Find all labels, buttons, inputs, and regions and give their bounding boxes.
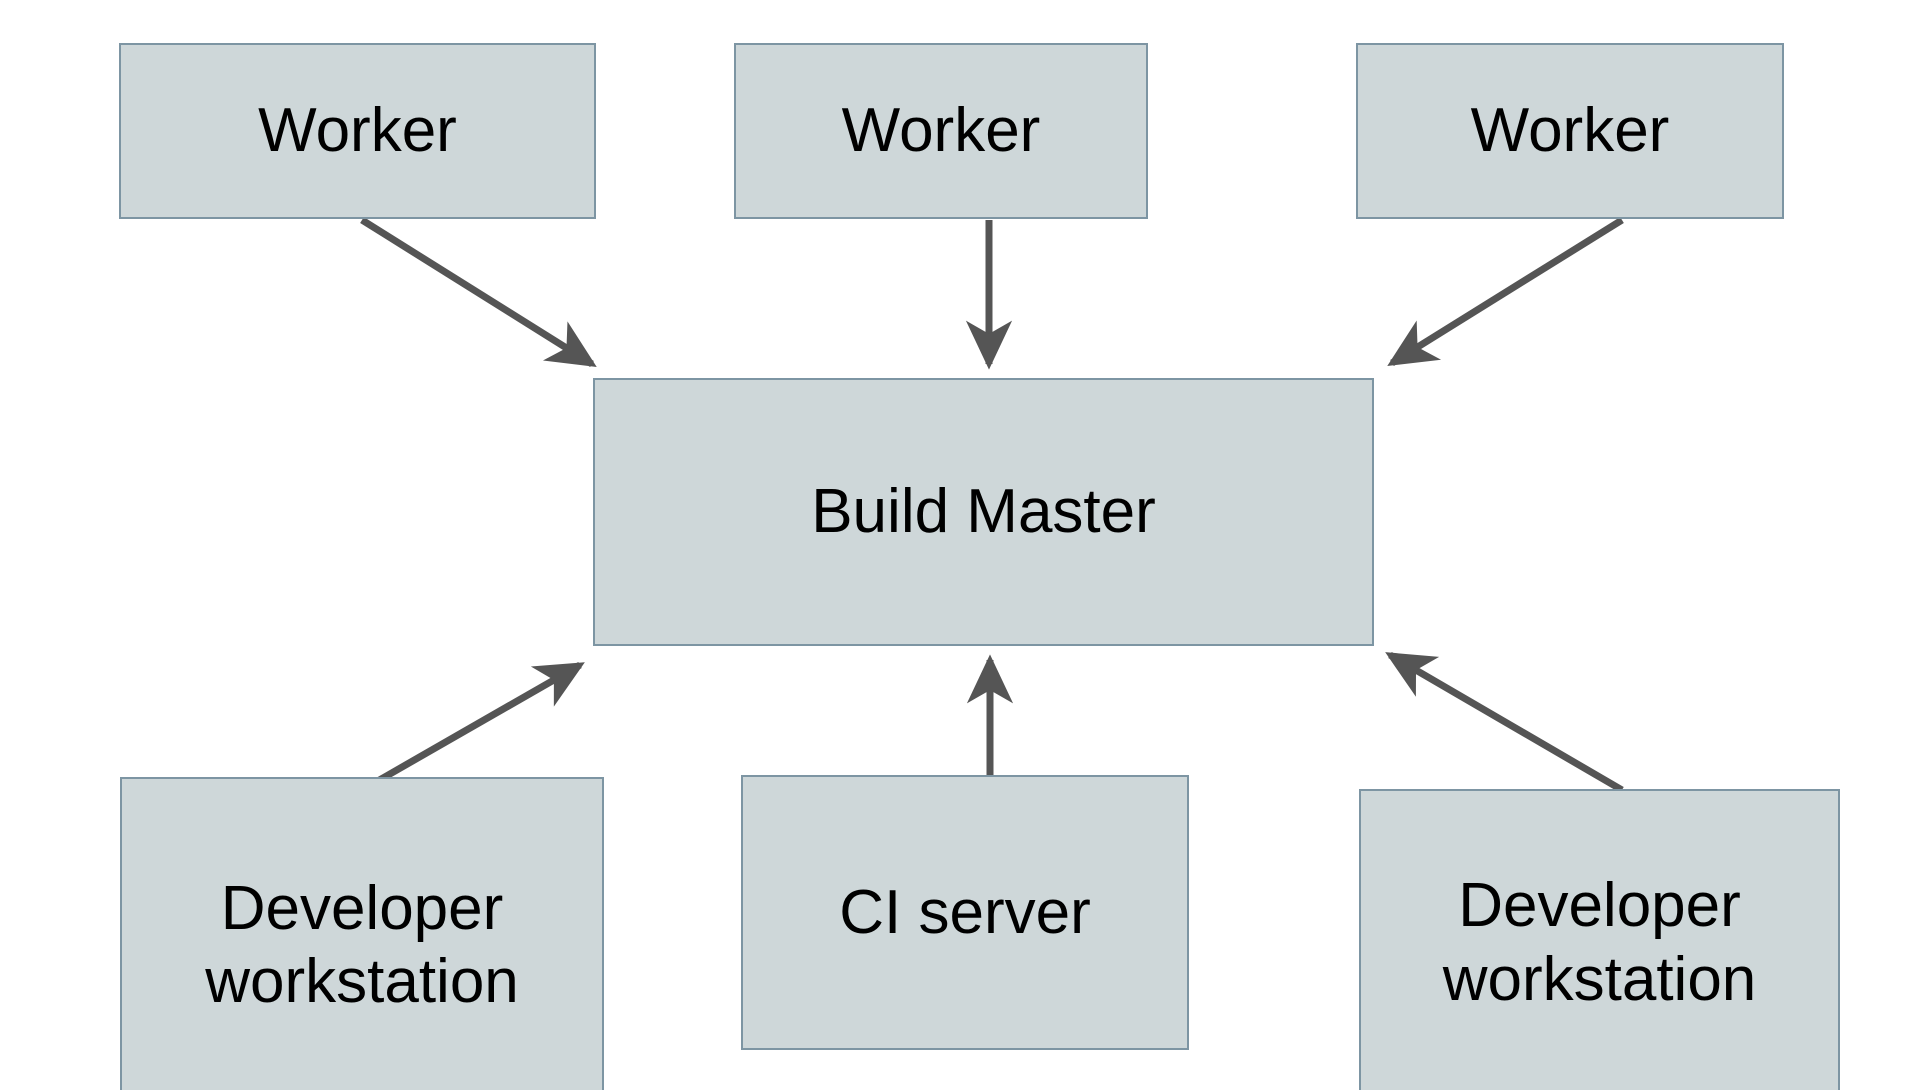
node-ci-server[interactable]: CI server <box>741 775 1189 1050</box>
node-developer-workstation-left-label: Developer workstation <box>205 873 519 1016</box>
edge-worker-1-to-build-master <box>360 217 597 367</box>
node-worker-1[interactable]: Worker <box>119 43 596 219</box>
node-worker-2[interactable]: Worker <box>734 43 1148 219</box>
edge-dev-1-to-build-master <box>360 661 585 794</box>
node-build-master-label: Build Master <box>811 477 1156 547</box>
node-developer-workstation-right[interactable]: Developer workstation <box>1359 789 1840 1090</box>
node-worker-3-label: Worker <box>1470 96 1670 166</box>
node-ci-server-label: CI server <box>839 877 1091 947</box>
edge-dev-2-to-build-master <box>1385 651 1624 794</box>
node-worker-1-label: Worker <box>258 96 457 166</box>
node-build-master[interactable]: Build Master <box>593 378 1374 646</box>
node-developer-workstation-left[interactable]: Developer workstation <box>120 777 604 1090</box>
node-worker-2-label: Worker <box>841 96 1041 166</box>
edge-worker-3-to-build-master <box>1387 217 1624 366</box>
node-worker-3[interactable]: Worker <box>1356 43 1784 219</box>
node-developer-workstation-right-label: Developer workstation <box>1442 871 1757 1014</box>
